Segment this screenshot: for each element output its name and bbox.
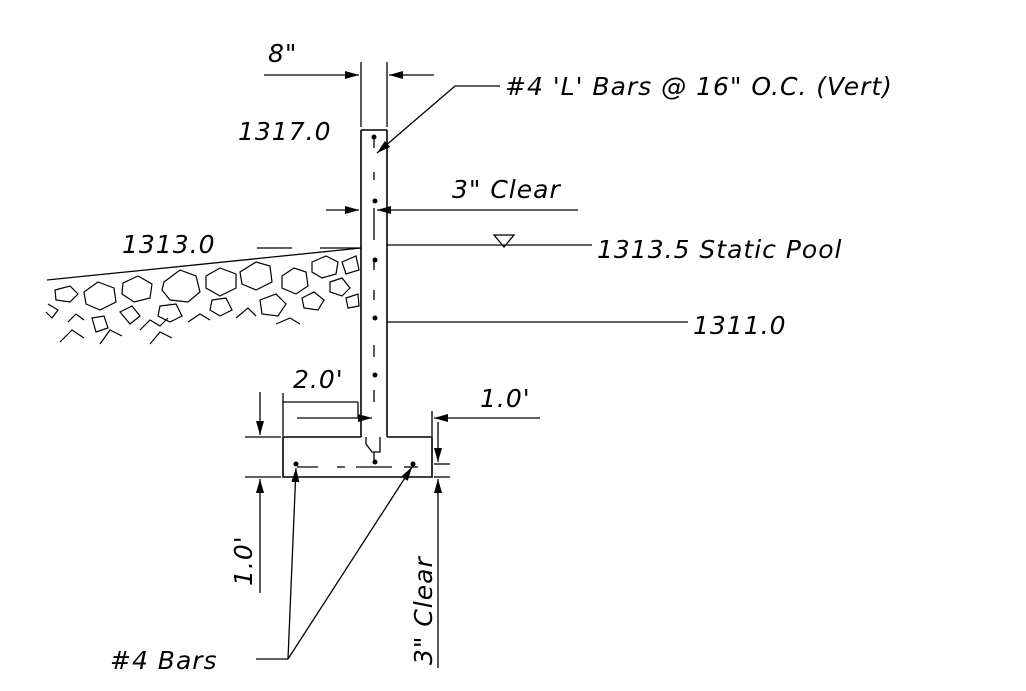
vertical-rebar	[371, 134, 378, 465]
leader-footing-bars	[256, 466, 413, 660]
rebar-dot	[372, 459, 378, 465]
rebar-dot	[372, 257, 378, 263]
water-level-icon	[492, 234, 516, 249]
footing-bars-label: #4 Bars	[110, 646, 218, 675]
level-lines	[257, 234, 688, 323]
rebar-dot	[293, 461, 299, 467]
dim-heel-width	[282, 393, 372, 436]
lower-elevation-label: 1311.0	[693, 311, 786, 340]
footing-thickness-label: 1.0'	[229, 535, 258, 586]
rebar-dot	[372, 315, 378, 321]
rebar-dot	[410, 461, 416, 467]
dim-wall-thickness	[264, 62, 434, 127]
dim-toe-width	[431, 411, 540, 436]
dim-footing-clear	[434, 422, 450, 668]
riprap-slope	[45, 247, 362, 345]
wall-thickness-label: 8"	[268, 39, 297, 68]
heel-width-label: 2.0'	[293, 365, 344, 394]
ground-elevation-label: 1313.0	[122, 230, 215, 259]
rebar-dot	[371, 134, 377, 140]
wall-clear-cover-label: 3" Clear	[452, 175, 561, 204]
rebar-dot	[372, 372, 378, 378]
footing-rebar	[293, 461, 418, 468]
top-elevation-label: 1317.0	[238, 117, 331, 146]
toe-width-label: 1.0'	[480, 384, 531, 413]
footing	[282, 436, 433, 478]
rebar-dot	[372, 198, 378, 204]
static-pool-label: 1313.5 Static Pool	[597, 235, 842, 264]
footing-clear-cover-label: 3" Clear	[409, 556, 438, 665]
dim-footing-thickness	[245, 392, 281, 593]
vertical-bars-label: #4 'L' Bars @ 16" O.C. (Vert)	[505, 72, 893, 101]
leader-vertical-bars	[376, 85, 500, 154]
wall-stem	[360, 129, 388, 453]
